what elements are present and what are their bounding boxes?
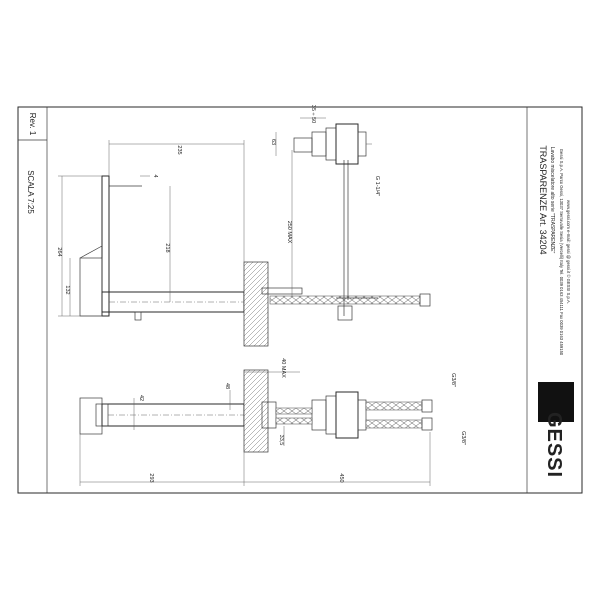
svg-text:40 MAX: 40 MAX <box>280 358 286 378</box>
svg-text:293: 293 <box>148 473 154 482</box>
svg-text:G3/8": G3/8" <box>460 431 466 445</box>
company-address: Gessi S.p.A. Parco Gessi, 13037 Serraval… <box>559 149 564 356</box>
svg-text:35 ÷ 50: 35 ÷ 50 <box>310 105 316 123</box>
company-web: www.gessi.com e-mail: gessi @ gessi.it ©… <box>566 200 571 304</box>
svg-text:33,5: 33,5 <box>278 435 284 446</box>
dim-35-50: 35 ÷ 50 <box>310 105 316 123</box>
dimension-lines <box>58 117 431 486</box>
dim-40-max: 40 MAX <box>280 358 286 378</box>
dim-g38-upper: G3/8" <box>450 373 456 387</box>
dim-264: 264 <box>56 247 62 256</box>
logo-block <box>538 382 574 422</box>
svg-text:Lavabo miscelatore alto serie: Lavabo miscelatore alto serie "TRASPAREN… <box>549 147 555 254</box>
svg-text:63: 63 <box>270 139 276 145</box>
side-elevation-view <box>79 123 431 347</box>
dim-63: 63 <box>270 139 276 145</box>
svg-text:450: 450 <box>338 473 344 482</box>
svg-text:42: 42 <box>138 395 144 401</box>
svg-text:GESSI: GESSI <box>543 412 565 478</box>
svg-text:Gessi S.p.A. Parco Gessi, 1303: Gessi S.p.A. Parco Gessi, 13037 Serraval… <box>559 149 564 356</box>
dim-33-5: 33,5 <box>278 435 284 446</box>
dim-g114: G 1-1/4" <box>374 176 380 196</box>
svg-text:264: 264 <box>56 247 62 256</box>
svg-text:132: 132 <box>64 285 70 294</box>
dim-132: 132 <box>64 285 70 294</box>
dim-250-max: 250 MAX <box>286 221 292 244</box>
svg-text:4: 4 <box>152 174 158 177</box>
svg-text:G3/8": G3/8" <box>450 373 456 387</box>
dim-235: 235 <box>176 145 182 154</box>
dim-42: 42 <box>138 395 144 401</box>
dim-293: 293 <box>148 473 154 482</box>
svg-text:SCALA 7:25: SCALA 7:25 <box>26 170 35 214</box>
sheet-border <box>17 106 583 494</box>
dim-4: 4 <box>152 174 158 177</box>
scale-label: SCALA 7:25 <box>26 170 35 214</box>
svg-text:250 MAX: 250 MAX <box>286 221 292 244</box>
svg-text:235: 235 <box>176 145 182 154</box>
svg-text:48: 48 <box>224 383 230 389</box>
drawing-subtitle: Lavabo miscelatore alto serie "TRASPAREN… <box>549 147 555 254</box>
dim-g38-lower: G3/8" <box>460 431 466 445</box>
svg-text:Rev. 1: Rev. 1 <box>28 113 37 136</box>
svg-text:218: 218 <box>164 243 170 252</box>
dim-218: 218 <box>164 243 170 252</box>
dim-450: 450 <box>338 473 344 482</box>
drawing-title: TRASPARENZE Art. 34204 <box>538 145 548 254</box>
plan-view <box>79 369 433 453</box>
logo-text: GESSI <box>543 412 565 478</box>
svg-text:G 1-1/4": G 1-1/4" <box>374 176 380 196</box>
svg-text:TRASPARENZE Art. 34204: TRASPARENZE Art. 34204 <box>538 145 548 254</box>
dim-48: 48 <box>224 383 230 389</box>
revision-label: Rev. 1 <box>28 113 37 136</box>
svg-text:www.gessi.com e-mail: gessi @: www.gessi.com e-mail: gessi @ gessi.it ©… <box>566 200 571 304</box>
